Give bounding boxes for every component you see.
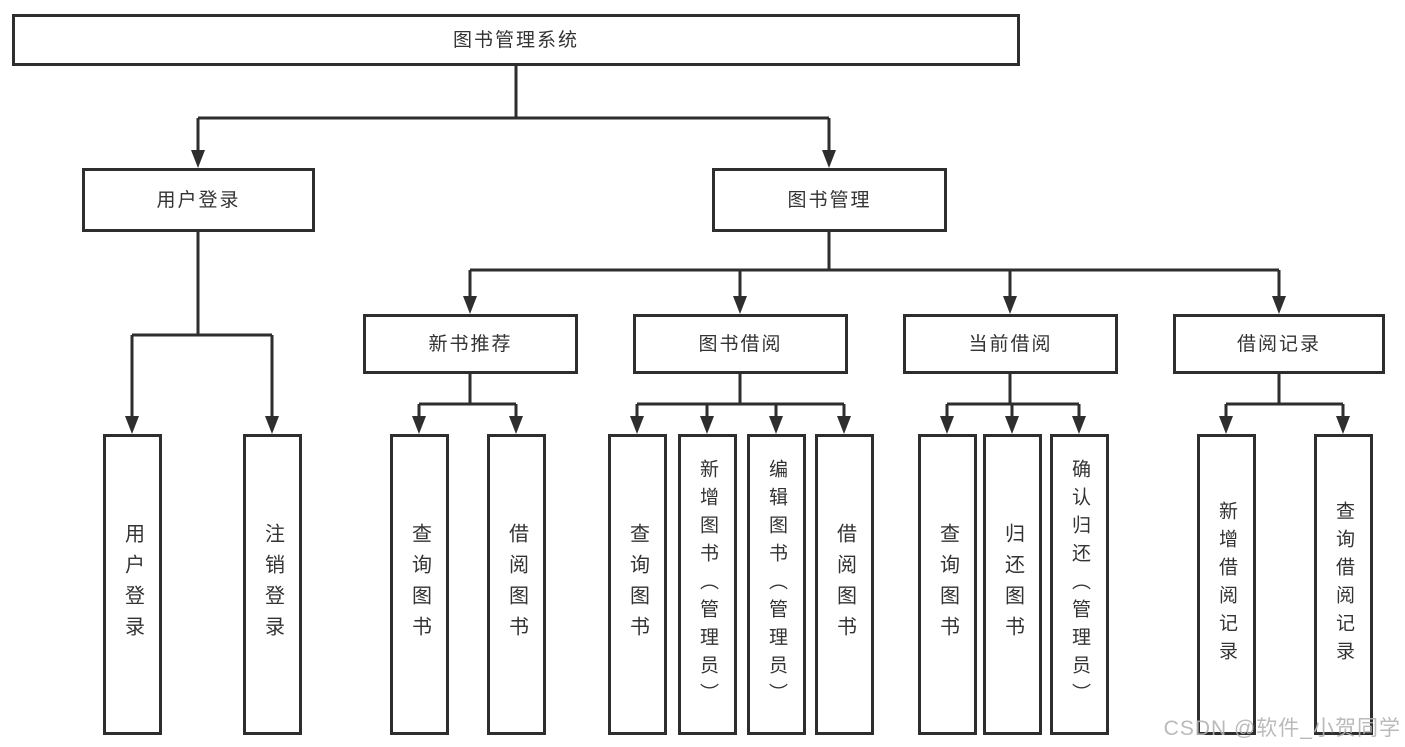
node-book-borrow: 图书借阅 <box>633 314 848 374</box>
node-current-borrow: 当前借阅 <box>903 314 1118 374</box>
leaf-add-borrow-record: 新增借阅记录 <box>1197 434 1256 735</box>
watermark: CSDN @软件_小贺同学 <box>1163 717 1401 740</box>
leaf-logout: 注销登录 <box>243 434 302 735</box>
leaf-query-book-1: 查询图书 <box>390 434 449 735</box>
leaf-borrow-book-2: 借阅图书 <box>815 434 874 735</box>
leaf-add-book-admin: 新增图书（管理员） <box>678 434 737 735</box>
leaf-edit-book-admin: 编辑图书（管理员） <box>747 434 806 735</box>
leaf-user-login: 用户登录 <box>103 434 162 735</box>
leaf-query-book-2: 查询图书 <box>608 434 667 735</box>
node-book-management: 图书管理 <box>712 168 947 232</box>
leaf-query-borrow-record: 查询借阅记录 <box>1314 434 1373 735</box>
arrowheads <box>125 150 1350 434</box>
node-user-login: 用户登录 <box>82 168 315 232</box>
node-new-book-recommend: 新书推荐 <box>363 314 578 374</box>
leaf-return-book: 归还图书 <box>983 434 1042 735</box>
leaf-confirm-return-admin: 确认归还（管理员） <box>1050 434 1109 735</box>
node-root: 图书管理系统 <box>12 14 1020 66</box>
leaf-query-book-3: 查询图书 <box>918 434 977 735</box>
leaf-borrow-book-1: 借阅图书 <box>487 434 546 735</box>
node-borrow-records: 借阅记录 <box>1173 314 1385 374</box>
